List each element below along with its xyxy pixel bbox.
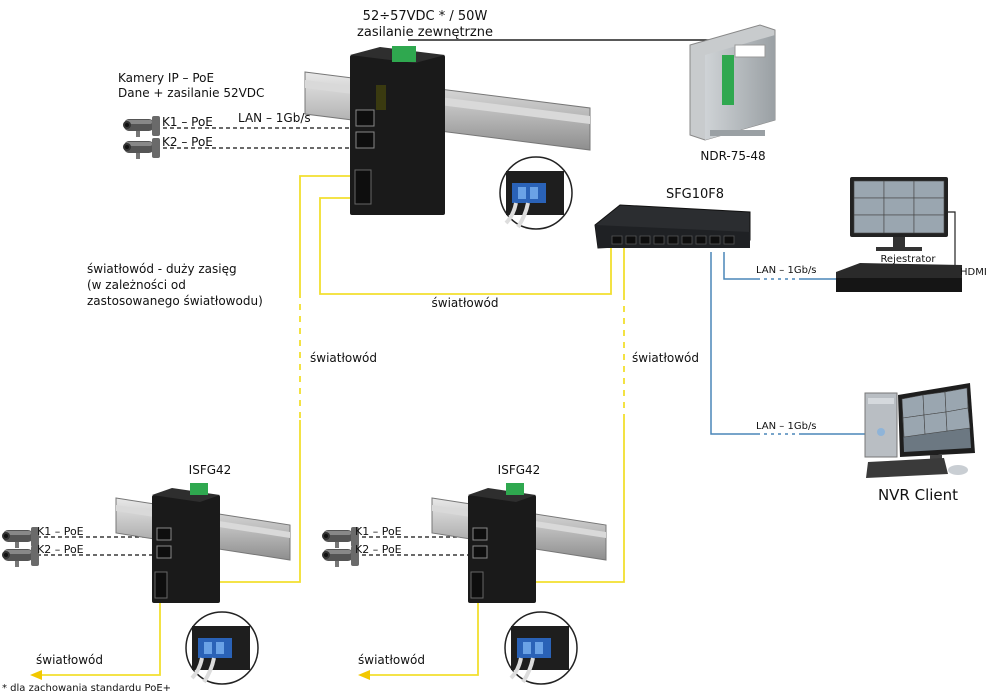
power-spec-label: 52÷57VDC * / 50W: [363, 9, 488, 24]
cam-label-k1-top: K1 – PoE: [162, 115, 213, 129]
fiber-label-right-vertical: światłowód: [632, 351, 699, 365]
fiber-label-bottom-right: światłowód: [358, 653, 425, 667]
fiber-module-callout-left: [184, 610, 260, 686]
recorder-box: [836, 263, 962, 292]
camera-icon: [123, 116, 160, 137]
hdmi-label: HDMI: [960, 267, 987, 278]
right-isfg42-label: ISFG42: [498, 463, 541, 477]
camera-icon: [2, 527, 39, 548]
footnote: * dla zachowania standardu PoE+: [2, 683, 171, 694]
camera-icon: [322, 546, 359, 567]
nvr-client-label: NVR Client: [878, 486, 958, 504]
camera-icon: [322, 527, 359, 548]
cam-label-k2-top: K2 – PoE: [162, 135, 213, 149]
fiber-label-center: światłowód: [432, 296, 499, 310]
cam-label-k1-right: K1 – PoE: [355, 525, 402, 538]
recorder-label: Rejestrator: [880, 254, 936, 265]
lan-to-nvr: [710, 252, 865, 435]
fiber-long-range: [163, 175, 355, 583]
fiber-out-right: [368, 603, 479, 676]
camera-icon: [2, 546, 39, 567]
cam-label-k2-right: K2 – PoE: [355, 543, 402, 556]
power-terminal: [392, 46, 416, 62]
left-isfg42-label: ISFG42: [189, 463, 232, 477]
fiber-to-sfg: [319, 197, 612, 295]
cameras-note-line2: Dane + zasilanie 52VDC: [118, 86, 264, 100]
fiber-note-line1: światłowód - duży zasięg: [87, 262, 237, 276]
fiber-module-callout-top: [498, 155, 574, 231]
right-isfg42-switch: [431, 483, 607, 603]
fiber-module-callout-right: [503, 610, 579, 686]
power-supply-unit: [689, 24, 776, 141]
lan-top-label: LAN – 1Gb/s: [238, 111, 311, 125]
fiber-label-bottom-left: światłowód: [36, 653, 103, 667]
fiber-note-line3: zastosowanego światłowodu): [87, 294, 263, 308]
psu-model-label: NDR-75-48: [700, 149, 765, 163]
left-isfg42-switch: [115, 483, 291, 603]
camera-icon: [123, 138, 160, 159]
cam-label-k2-left: K2 – PoE: [37, 543, 84, 556]
fiber-out-left: [40, 603, 161, 676]
fiber-label-left-vertical: światłowód: [310, 351, 377, 365]
cameras-note-line1: Kamery IP – PoE: [118, 71, 214, 85]
recorder-monitor: [850, 177, 948, 251]
fiber-note-line2: (w zależności od: [87, 278, 186, 292]
power-cable: [408, 39, 733, 55]
lan-nvr-label: LAN – 1Gb/s: [756, 421, 817, 432]
sfg-model-label: SFG10F8: [666, 187, 724, 202]
sfg10f8-switch: [594, 204, 751, 249]
lan-recorder-label: LAN – 1Gb/s: [756, 265, 817, 276]
top-industrial-switch: [304, 46, 591, 215]
hdmi-cable: [948, 211, 956, 272]
power-source-label: zasilanie zewnętrzne: [357, 25, 493, 40]
nvr-client-computer: [864, 383, 975, 478]
cam-label-k1-left: K1 – PoE: [37, 525, 84, 538]
